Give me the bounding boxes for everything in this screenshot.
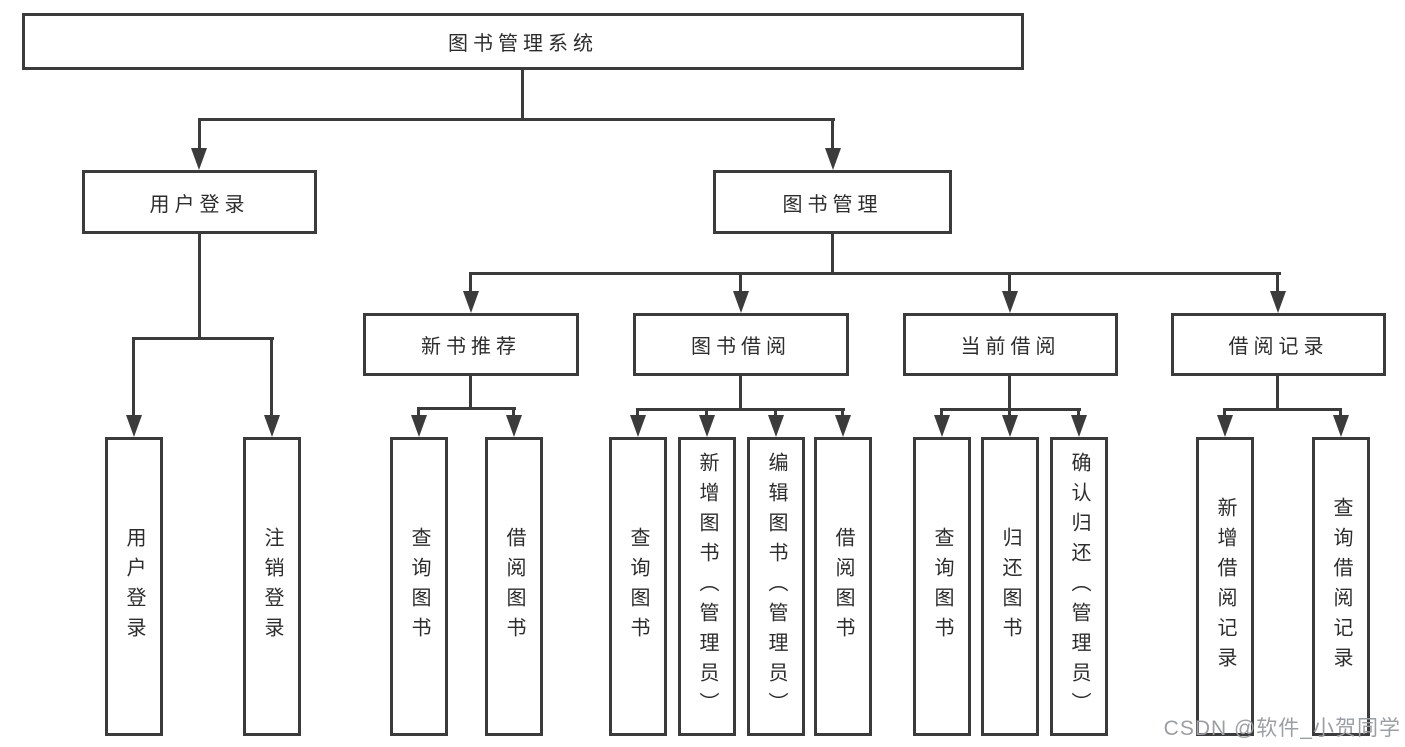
leaf-newbook-query-label: 查询图书 [408,526,430,647]
arrow-down [463,291,479,313]
leaf-user-login: 用户登录 [105,437,163,736]
connector [831,118,834,152]
leaf-current-confirm-label: 确认归还（管理员） [1068,451,1090,722]
node-borrow-records-label: 借阅记录 [1228,336,1329,358]
connector [1339,408,1342,417]
connector [417,407,420,417]
leaf-borrow-edit-label: 编辑图书（管理员） [765,451,787,722]
connector [739,376,742,410]
connector [270,337,273,417]
arrow-down [1002,291,1018,313]
leaf-logout-label: 注销登录 [261,526,283,647]
connector [636,408,845,411]
arrow-down [630,415,646,437]
connector [1008,272,1011,293]
leaf-records-add: 新增借阅记录 [1196,437,1254,736]
arrow-down [768,415,784,437]
leaf-records-query-label: 查询借阅记录 [1330,496,1352,677]
leaf-user-login-label: 用户登录 [123,526,145,647]
node-current-borrow: 当前借阅 [903,313,1118,376]
node-current-borrow-label: 当前借阅 [960,336,1061,358]
arrow-down [411,415,427,437]
leaf-borrow-query: 查询图书 [609,437,667,736]
connector [469,376,472,409]
leaf-logout: 注销登录 [243,437,301,736]
connector [1008,376,1011,410]
arrow-down [733,291,749,313]
connector [198,118,835,121]
connector [198,118,201,152]
arrow-down [191,148,207,170]
connector [1223,408,1341,411]
node-new-book-recommend-label: 新书推荐 [421,336,521,358]
leaf-current-query: 查询图书 [913,437,971,736]
connector [841,408,844,417]
arrow-down [1071,415,1087,437]
leaf-newbook-borrow-label: 借阅图书 [503,526,525,647]
connector [1008,408,1011,417]
leaf-current-query-label: 查询图书 [931,526,953,647]
leaf-current-confirm: 确认归还（管理员） [1050,437,1108,736]
arrow-down [1270,291,1286,313]
node-book-borrow-label: 图书借阅 [691,336,791,358]
connector [774,408,777,417]
arrow-down [126,415,142,437]
leaf-borrow-add: 新增图书（管理员） [678,437,736,736]
leaf-borrow-edit: 编辑图书（管理员） [747,437,805,736]
arrow-down [1217,415,1233,437]
connector [831,234,834,275]
connector [1223,408,1226,417]
arrow-down [1333,415,1349,437]
connector [512,407,515,417]
connector [1077,408,1080,417]
node-book-management-label: 图书管理 [782,193,883,216]
arrow-down [699,415,715,437]
leaf-current-return: 归还图书 [981,437,1039,736]
connector [636,408,639,417]
leaf-borrow-add-label: 新增图书（管理员） [696,451,718,722]
leaf-borrow-borrow-label: 借阅图书 [832,526,854,647]
leaf-borrow-query-label: 查询图书 [627,526,649,647]
node-root: 图书管理系统 [22,13,1024,70]
connector [132,337,135,417]
connector [198,234,201,339]
connector [1276,272,1279,293]
node-root-label: 图书管理系统 [448,33,598,55]
csdn-watermark: CSDN @软件_小贺同学 [1163,717,1401,740]
connector [1276,376,1279,410]
connector [739,272,742,293]
node-book-borrow: 图书借阅 [633,313,849,376]
node-user-login: 用户登录 [82,170,317,234]
connector [469,272,472,293]
node-user-login-label: 用户登录 [149,193,250,216]
arrow-down [264,415,280,437]
connector [132,337,274,340]
node-new-book-recommend: 新书推荐 [363,313,579,376]
arrow-down [825,148,841,170]
leaf-records-add-label: 新增借阅记录 [1214,496,1236,677]
connector [469,272,1281,275]
arrow-down [835,415,851,437]
connector [521,70,524,120]
arrow-down [506,415,522,437]
leaf-newbook-query: 查询图书 [390,437,448,736]
leaf-newbook-borrow: 借阅图书 [485,437,543,736]
node-book-management: 图书管理 [713,170,952,234]
node-borrow-records: 借阅记录 [1171,313,1386,376]
leaf-records-query: 查询借阅记录 [1312,437,1370,736]
leaf-current-return-label: 归还图书 [999,526,1021,647]
connector [940,408,943,417]
arrow-down [934,415,950,437]
leaf-borrow-borrow: 借阅图书 [814,437,872,736]
connector [705,408,708,417]
arrow-down [1002,415,1018,437]
connector [417,407,516,410]
